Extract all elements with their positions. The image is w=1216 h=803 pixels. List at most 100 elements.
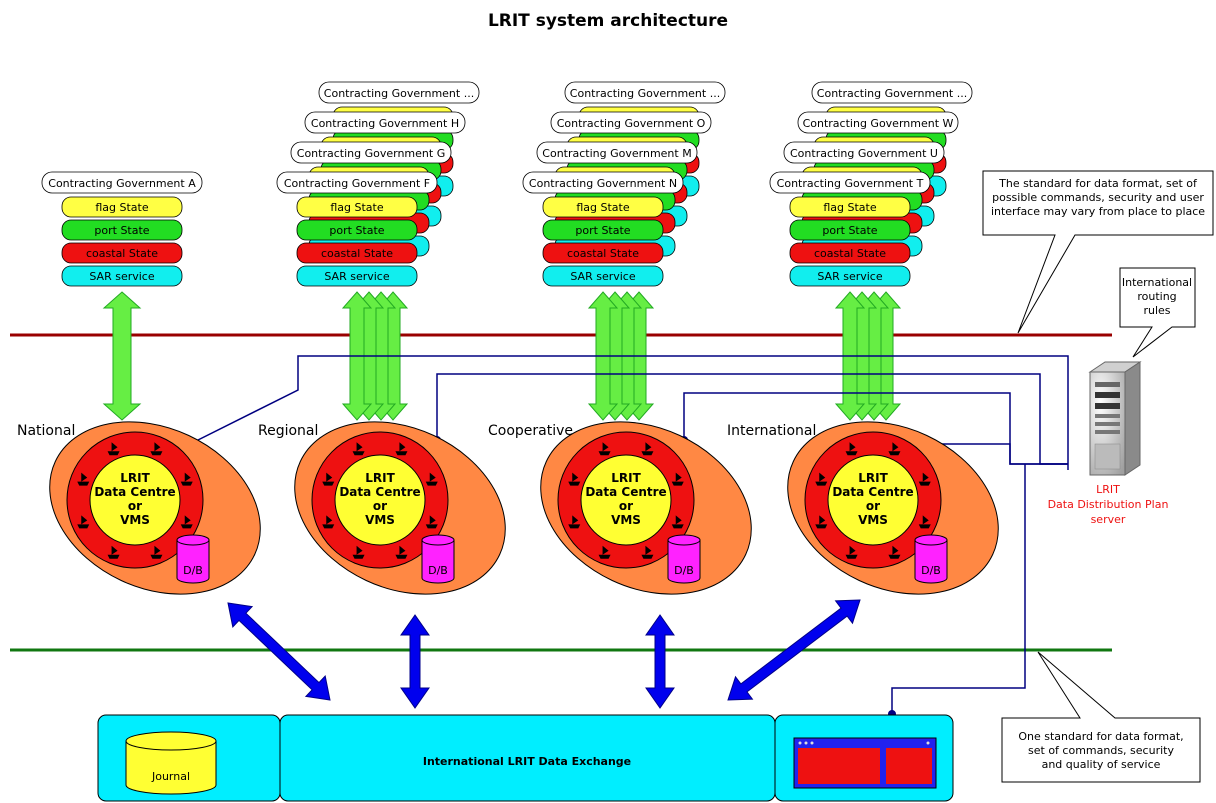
centre-label: LRIT bbox=[365, 471, 395, 485]
db-icon bbox=[667, 540, 701, 584]
db-icon-top bbox=[421, 534, 455, 546]
role-box bbox=[542, 196, 664, 218]
ship-icon bbox=[671, 515, 684, 529]
callout-top: The standard for data format, set of pos… bbox=[982, 170, 1214, 334]
ship-icon bbox=[815, 515, 828, 529]
ship-icon bbox=[598, 545, 611, 559]
role-label: SAR service bbox=[570, 270, 635, 283]
server-label-3: server bbox=[1091, 513, 1126, 526]
government-label: Contracting Government H bbox=[311, 117, 459, 130]
callout-bottom: One standard for data format, set of com… bbox=[1001, 651, 1201, 783]
callout-routing: International routing rules bbox=[1119, 267, 1196, 358]
government-box bbox=[564, 81, 726, 104]
role-label: port State bbox=[575, 224, 630, 237]
callout-routing-line-1: International bbox=[1122, 276, 1192, 289]
role-label: coastal State bbox=[567, 247, 639, 260]
ship-icon bbox=[568, 515, 581, 529]
government-box bbox=[783, 141, 945, 164]
national-link bbox=[189, 355, 1069, 470]
ship-icon bbox=[568, 472, 581, 486]
centre-label: or bbox=[373, 499, 387, 513]
role-box bbox=[61, 265, 183, 287]
government-label: Contracting Government ... bbox=[570, 87, 720, 100]
ship-icon bbox=[352, 442, 365, 456]
db-label: D/B bbox=[183, 564, 203, 577]
ship-icon bbox=[107, 442, 120, 456]
centre-core bbox=[334, 454, 426, 546]
government-box bbox=[304, 111, 466, 134]
government-box bbox=[522, 171, 684, 194]
centre-type-label: International bbox=[727, 423, 816, 439]
role-box bbox=[789, 219, 911, 241]
role-box bbox=[61, 219, 183, 241]
role-label: SAR service bbox=[89, 270, 154, 283]
role-label: coastal State bbox=[86, 247, 158, 260]
callout-top-line-3: interface may vary from place to place bbox=[991, 205, 1205, 218]
journal-db-icon bbox=[125, 731, 217, 795]
ship-icon bbox=[180, 472, 193, 486]
centre-label: LRIT bbox=[611, 471, 641, 485]
db-label: D/B bbox=[921, 564, 941, 577]
centre-label: Data Centre bbox=[94, 485, 175, 499]
ship-icon bbox=[352, 545, 365, 559]
exchange-window-icon bbox=[793, 737, 937, 789]
server-label-2: Data Distribution Plan bbox=[1048, 498, 1169, 511]
centre-label: or bbox=[128, 499, 142, 513]
role-box bbox=[61, 196, 183, 218]
government-label: Contracting Government F bbox=[284, 177, 430, 190]
ship-icon bbox=[322, 515, 335, 529]
ship-icon bbox=[815, 472, 828, 486]
government-box bbox=[276, 171, 438, 194]
db-label: D/B bbox=[428, 564, 448, 577]
ship-icon bbox=[641, 545, 654, 559]
blue-double-arrow bbox=[645, 614, 675, 709]
ship-icon bbox=[918, 472, 931, 486]
government-label: Contracting Government M bbox=[542, 147, 691, 160]
role-box bbox=[789, 265, 911, 287]
government-box bbox=[41, 171, 203, 194]
role-label: flag State bbox=[576, 201, 629, 214]
government-box bbox=[811, 81, 973, 104]
callout-top-line-2: possible commands, security and user bbox=[992, 191, 1204, 204]
diagram-title: LRIT system architecture bbox=[488, 11, 728, 31]
role-box bbox=[542, 265, 664, 287]
ship-icon bbox=[150, 442, 163, 456]
green-double-arrow bbox=[102, 291, 142, 421]
government-box bbox=[550, 111, 712, 134]
blue-double-arrow bbox=[227, 602, 331, 701]
international-link bbox=[930, 443, 1068, 465]
ddp-server-icon bbox=[1088, 361, 1142, 476]
government-label: Contracting Government A bbox=[48, 177, 196, 190]
role-box bbox=[789, 196, 911, 218]
callout-top-line-1: The standard for data format, set of bbox=[998, 177, 1198, 190]
role-box bbox=[296, 219, 418, 241]
ship-icon bbox=[888, 545, 901, 559]
centre-label: LRIT bbox=[858, 471, 888, 485]
centre-label: VMS bbox=[365, 513, 395, 527]
role-label: flag State bbox=[823, 201, 876, 214]
exchange-label: International LRIT Data Exchange bbox=[423, 755, 631, 768]
government-box bbox=[290, 141, 452, 164]
government-label: Contracting Government O bbox=[557, 117, 706, 130]
ship-icon bbox=[322, 472, 335, 486]
db-icon bbox=[421, 540, 455, 584]
centre-label: VMS bbox=[120, 513, 150, 527]
journal-label: Journal bbox=[151, 770, 190, 783]
ship-icon bbox=[845, 545, 858, 559]
role-label: flag State bbox=[95, 201, 148, 214]
role-box bbox=[61, 242, 183, 264]
centre-type-label: Cooperative bbox=[488, 423, 573, 439]
ship-icon bbox=[77, 515, 90, 529]
role-box bbox=[542, 242, 664, 264]
role-label: SAR service bbox=[324, 270, 389, 283]
ship-icon bbox=[425, 515, 438, 529]
government-label: Contracting Government U bbox=[790, 147, 938, 160]
blue-double-arrow bbox=[400, 614, 430, 709]
regional-link bbox=[436, 373, 1068, 465]
callout-bottom-line-2: set of commands, security bbox=[1028, 744, 1174, 757]
ship-icon bbox=[150, 545, 163, 559]
